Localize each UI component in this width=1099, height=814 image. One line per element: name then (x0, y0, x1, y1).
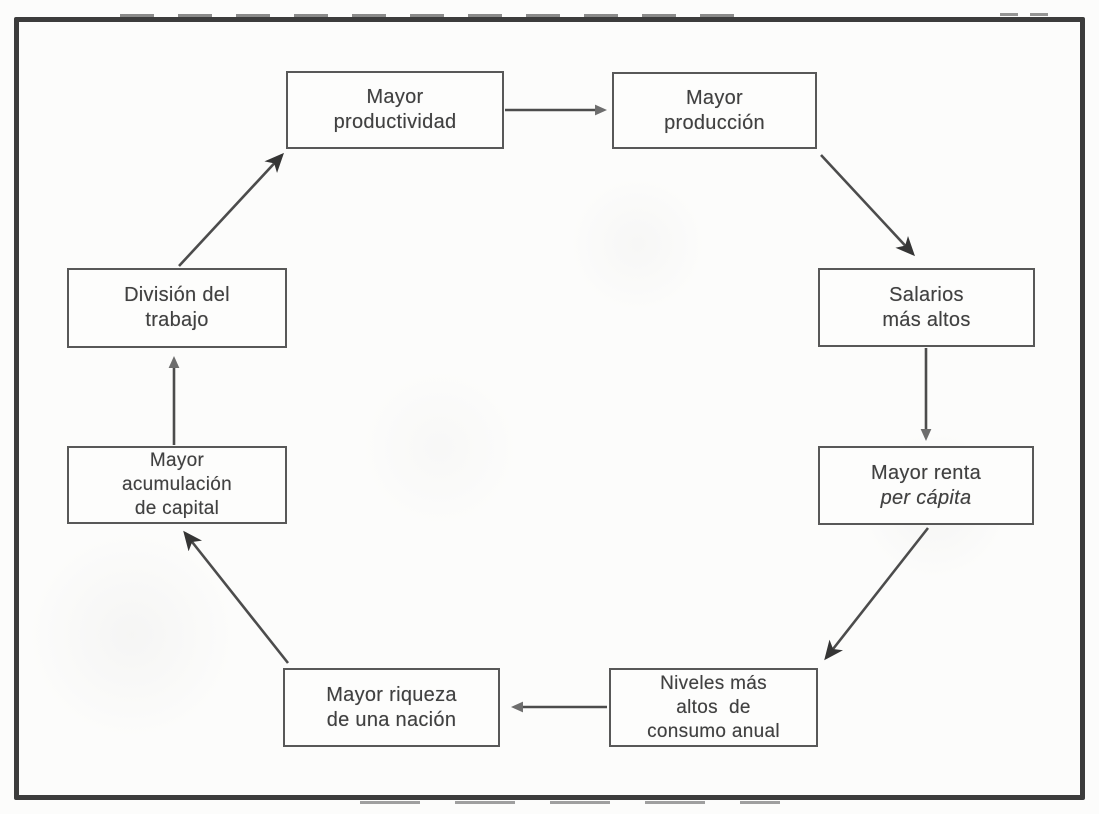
node-label-line: División del (124, 284, 230, 306)
scan-artifact (360, 801, 780, 804)
node-label-line: productividad (333, 111, 457, 133)
node-label-line: Mayor (685, 86, 744, 109)
diagram-frame-border (14, 17, 1085, 800)
node-mayor-productividad: Mayor productividad (286, 71, 504, 149)
node-niveles-mas-altos-consumo: Niveles más altos de consumo anual (609, 668, 818, 747)
arrow-renta-to-niveles (824, 527, 930, 661)
node-mayor-renta-per-capita: Mayor renta per cápita (818, 446, 1034, 525)
node-salarios-mas-altos: Salarios más altos (818, 268, 1035, 347)
node-division-del-trabajo: División del trabajo (67, 268, 287, 348)
arrow-produccion-to-salarios (820, 154, 915, 257)
arrow-division-to-productividad (178, 152, 284, 267)
node-mayor-produccion: Mayor producción (612, 72, 817, 149)
node-label-line: más altos (882, 308, 971, 331)
node-mayor-riqueza-nacion: Mayor riqueza de una nación (283, 668, 500, 747)
node-label-line: de una nación (326, 708, 457, 731)
arrow-riqueza-to-acumulacion (183, 530, 290, 664)
node-label-line: Mayor riqueza (326, 683, 457, 706)
scan-artifact (120, 14, 740, 17)
node-label-line: producción (664, 111, 765, 134)
node-label-line: Mayor (149, 450, 205, 471)
node-label-line: Salarios (889, 283, 964, 306)
node-label-line: altos de (676, 696, 751, 718)
node-label-line: per cápita (880, 486, 972, 509)
node-label-line: acumulación (122, 474, 232, 495)
node-label-line: consumo anual (647, 720, 780, 742)
node-label-line: Niveles más (660, 672, 767, 694)
scan-artifact (1000, 13, 1060, 16)
node-label-line: Mayor (366, 86, 424, 108)
node-mayor-acumulacion-capital: Mayor acumulación de capital (67, 446, 287, 524)
node-label-line: trabajo (145, 309, 209, 331)
node-label-line: Mayor renta (870, 461, 981, 484)
node-label-line: de capital (134, 498, 220, 519)
